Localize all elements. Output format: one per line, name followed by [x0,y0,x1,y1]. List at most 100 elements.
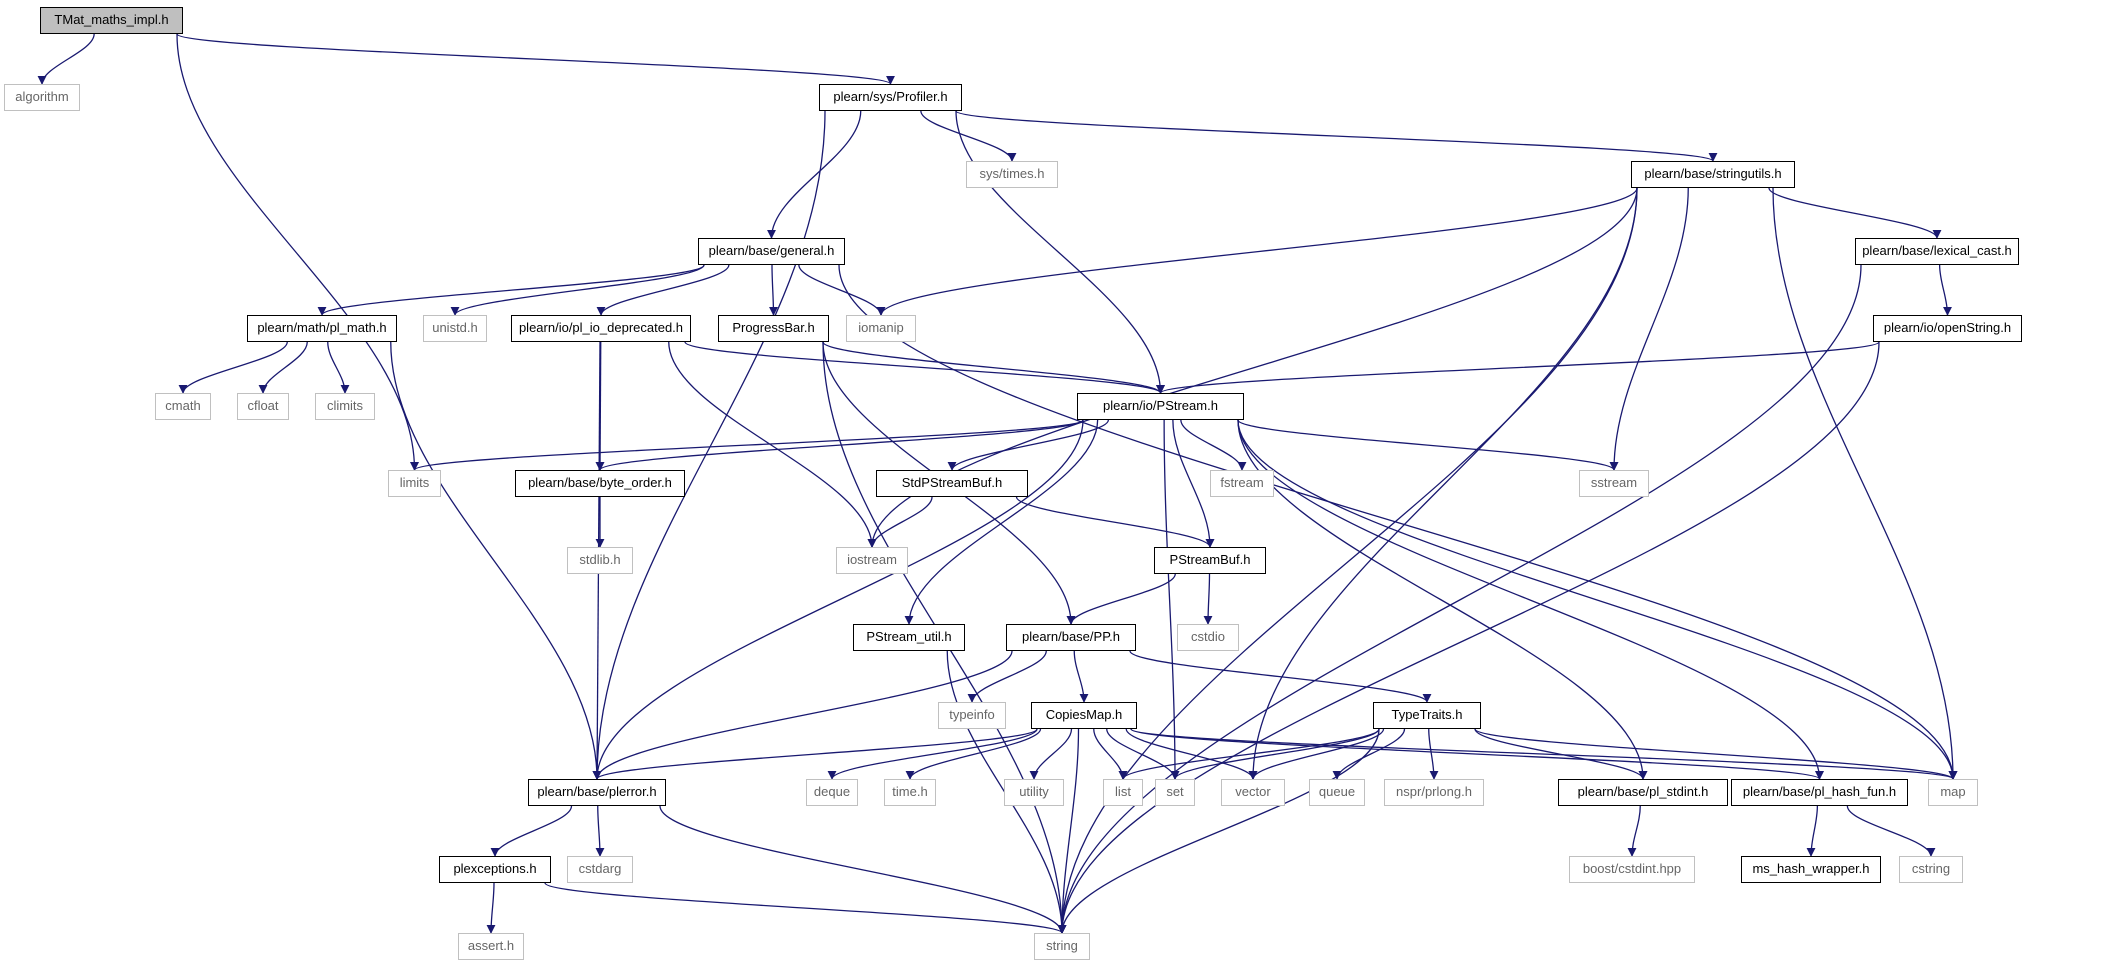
iomanip-node: iomanip [846,315,916,342]
stringutils-node[interactable]: plearn/base/stringutils.h [1631,161,1795,188]
edge-pstream-to-sstream [1237,419,1619,471]
edge-pp-to-typeinfo [967,650,1047,703]
edge-copiesmap-to-string [1057,728,1080,934]
plstdint-node[interactable]: plearn/base/pl_stdint.h [1558,779,1728,806]
edge-copiesmap-to-map [1130,728,1958,780]
edge-plerror-to-cstdarg [595,805,605,857]
openstring-node[interactable]: plearn/io/openString.h [1873,315,2022,342]
edge-typetraits-to-string [1057,728,1380,934]
edge-general-to-iomanip [798,264,886,316]
edge-pstream-to-psb [1172,419,1215,548]
psb-node[interactable]: PStreamBuf.h [1154,547,1266,574]
edge-profiler-to-stringutils [955,110,1718,162]
stdlib-node: stdlib.h [567,547,633,574]
edge-typetraits-to-plstdint [1474,728,1648,780]
cstdarg-node: cstdarg [567,856,633,883]
edge-stringutils-to-iomanip [876,187,1638,316]
general-node[interactable]: plearn/base/general.h [698,238,845,265]
edge-plerror-to-string [659,805,1067,934]
edge-plstdint-to-boostcstdint [1627,805,1641,857]
algorithm-node: algorithm [4,84,80,111]
iostream-node: iostream [836,547,908,574]
profiler-node[interactable]: plearn/sys/Profiler.h [819,84,962,111]
edge-general-to-progressbar [768,264,778,316]
string-node: string [1034,933,1090,960]
edge-pstream-to-limits [410,419,1084,471]
boostcstdint-node: boost/cstdint.hpp [1569,856,1695,883]
stdpsb-node[interactable]: StdPStreamBuf.h [876,470,1028,497]
edge-psb-to-pp [1066,573,1176,625]
plmath-node[interactable]: plearn/math/pl_math.h [247,315,397,342]
edge-pstream-to-fstream [1180,419,1247,471]
edge-psb-to-cstdio [1203,573,1213,625]
edge-plmath-to-climits [327,341,350,394]
plerror-node[interactable]: plearn/base/plerror.h [528,779,666,806]
edge-tmat-to-profiler [176,33,895,85]
timeh-node: time.h [884,779,936,806]
lexical-node[interactable]: plearn/base/lexical_cast.h [1855,238,2019,265]
queue-node: queue [1309,779,1365,806]
edge-stringutils-to-vector [1248,187,1638,780]
edge-copiesmap-to-list [1093,728,1128,780]
edge-general-to-plmath [317,264,705,316]
unistd-node: unistd.h [423,315,487,342]
edge-typetraits-to-map [1474,728,1958,780]
typetraits-node[interactable]: TypeTraits.h [1373,702,1481,729]
cstdio-node: cstdio [1177,624,1239,651]
edge-copiesmap-to-plerror [592,728,1038,780]
cmath-node: cmath [155,393,211,420]
cfloat-node: cfloat [237,393,289,420]
list-node: list [1103,779,1143,806]
edge-copiesmap-to-deque [827,728,1038,780]
edge-pstream-to-set [1163,419,1180,780]
tmat-maths-impl-node[interactable]: TMat_maths_impl.h [40,7,183,34]
typeinfo-node: typeinfo [938,702,1006,729]
edge-typetraits-to-queue [1332,728,1406,780]
fstream-node: fstream [1210,470,1274,497]
byteorder-node[interactable]: plearn/base/byte_order.h [515,470,685,497]
edge-pstream-to-plhash [1237,419,1824,780]
edge-general-to-pliodep [596,264,730,316]
edge-plmath-to-cfloat [258,341,308,394]
utility-node: utility [1004,779,1064,806]
edge-pp-to-copiesmap [1073,650,1089,703]
climits-node: climits [315,393,375,420]
edge-pp-to-plerror [592,650,1013,780]
plhash-node[interactable]: plearn/base/pl_hash_fun.h [1731,779,1908,806]
edge-profiler-to-pstream [955,110,1165,394]
pstream-node[interactable]: plearn/io/PStream.h [1077,393,1244,420]
pliodep-node[interactable]: plearn/io/pl_io_deprecated.h [511,315,691,342]
edge-general-to-unistd [450,264,705,316]
edge-progressbar-to-pstream [822,341,1165,394]
edge-plhash-to-mshash [1806,805,1819,857]
edge-plexceptions-to-assert [486,882,496,934]
progressbar-node[interactable]: ProgressBar.h [718,315,829,342]
systimes-node: sys/times.h [966,161,1058,188]
edge-profiler-to-general [767,110,862,239]
pp-node[interactable]: plearn/base/PP.h [1006,624,1136,651]
edge-copiesmap-to-utility [1029,728,1073,780]
edge-profiler-to-plerror [592,110,826,780]
edge-copiesmap-to-plhash [1130,728,1824,780]
edge-copiesmap-to-vector [1125,728,1258,780]
edge-openstring-to-string [1057,341,1880,934]
edge-typetraits-to-list [1118,728,1380,780]
plexceptions-node[interactable]: plexceptions.h [439,856,551,883]
edge-pp-to-typetraits [1129,650,1432,703]
edge-pstream-to-byteorder [595,419,1084,471]
edge-pliodep-to-byteorder [595,341,605,471]
mshash-node[interactable]: ms_hash_wrapper.h [1741,856,1881,883]
edge-lexical-to-openstring [1938,264,1952,316]
vector-node: vector [1221,779,1285,806]
copiesmap-node[interactable]: CopiesMap.h [1031,702,1137,729]
psutil-node[interactable]: PStream_util.h [853,624,965,651]
edge-lexical-to-string [1057,264,1862,934]
edge-pstream-to-map [1237,419,1958,780]
edge-tmat-to-limits [176,33,419,471]
edge-tmat-to-algorithm [37,33,95,85]
nspr-node: nspr/prlong.h [1384,779,1484,806]
edge-stringutils-to-lexical [1768,187,1942,239]
edge-plhash-to-cstring [1846,805,1936,857]
